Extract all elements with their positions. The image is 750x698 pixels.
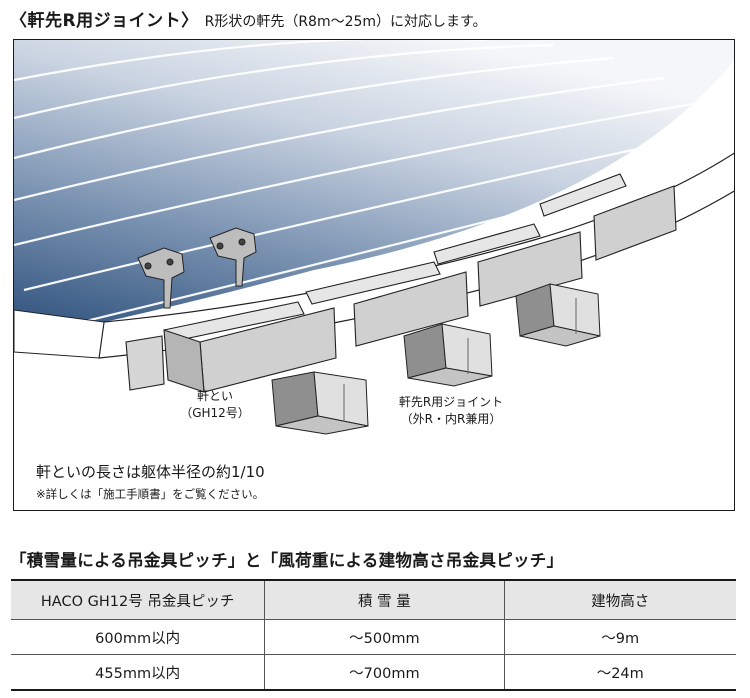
joint-a xyxy=(271,371,369,435)
gutter-segments xyxy=(125,173,677,393)
header-title: 〈軒先R用ジョイント〉 xyxy=(10,11,199,31)
page-header: 〈軒先R用ジョイント〉 R形状の軒先（R8m〜25m）に対応します。 xyxy=(10,6,487,34)
section-title: 「積雪量による吊金具ピッチ」と「風荷重による建物高さ吊金具ピッチ」 xyxy=(10,551,564,570)
joint-label-line1: 軒先R用ジョイント xyxy=(398,395,504,409)
hanger-brackets xyxy=(137,227,257,309)
table-cell: 〜700mm xyxy=(264,654,505,691)
roof-seams xyxy=(14,40,734,326)
curved-roof-illustration xyxy=(14,40,734,435)
roof-surface xyxy=(14,40,734,322)
table-header-row: HACO GH12号 吊金具ピッチ 積 雪 量 建物高さ xyxy=(11,579,736,620)
table-cell: 600mm以内 xyxy=(11,619,266,655)
joint-b xyxy=(403,323,493,387)
reference-note: ※詳しくは「施工手順書」をご覧ください。 xyxy=(36,487,265,501)
gutter-label-line2: （GH12号） xyxy=(180,406,250,420)
table-row: 455mm以内 〜700mm 〜24m xyxy=(11,654,736,691)
illustration-panel: 軒とい （GH12号） 軒先R用ジョイント （外R・内R兼用） 軒といの長さは躯… xyxy=(13,39,735,511)
table-cell: 〜24m xyxy=(503,654,736,691)
table-row: 600mm以内 〜500mm 〜9m xyxy=(11,619,736,655)
gutter-label-line1: 軒とい xyxy=(196,389,233,403)
length-note: 軒といの長さは躯体半径の約1/10 xyxy=(36,463,265,481)
joint-label: 軒先R用ジョイント （外R・内R兼用） xyxy=(386,394,516,428)
gutter-label: 軒とい （GH12号） xyxy=(180,388,250,422)
table-cell: 455mm以内 xyxy=(11,654,266,691)
joint-parts xyxy=(271,283,601,435)
table-cell: 〜500mm xyxy=(264,619,505,655)
table-header-cell: 積 雪 量 xyxy=(264,579,505,620)
pitch-table: HACO GH12号 吊金具ピッチ 積 雪 量 建物高さ 600mm以内 〜50… xyxy=(11,579,736,691)
table-header-cell: 建物高さ xyxy=(503,579,736,620)
table-header-cell: HACO GH12号 吊金具ピッチ xyxy=(11,579,266,620)
joint-label-line2: （外R・内R兼用） xyxy=(400,412,502,426)
joint-c xyxy=(515,283,601,347)
table-cell: 〜9m xyxy=(503,619,736,655)
header-subtitle: R形状の軒先（R8m〜25m）に対応します。 xyxy=(204,14,487,30)
